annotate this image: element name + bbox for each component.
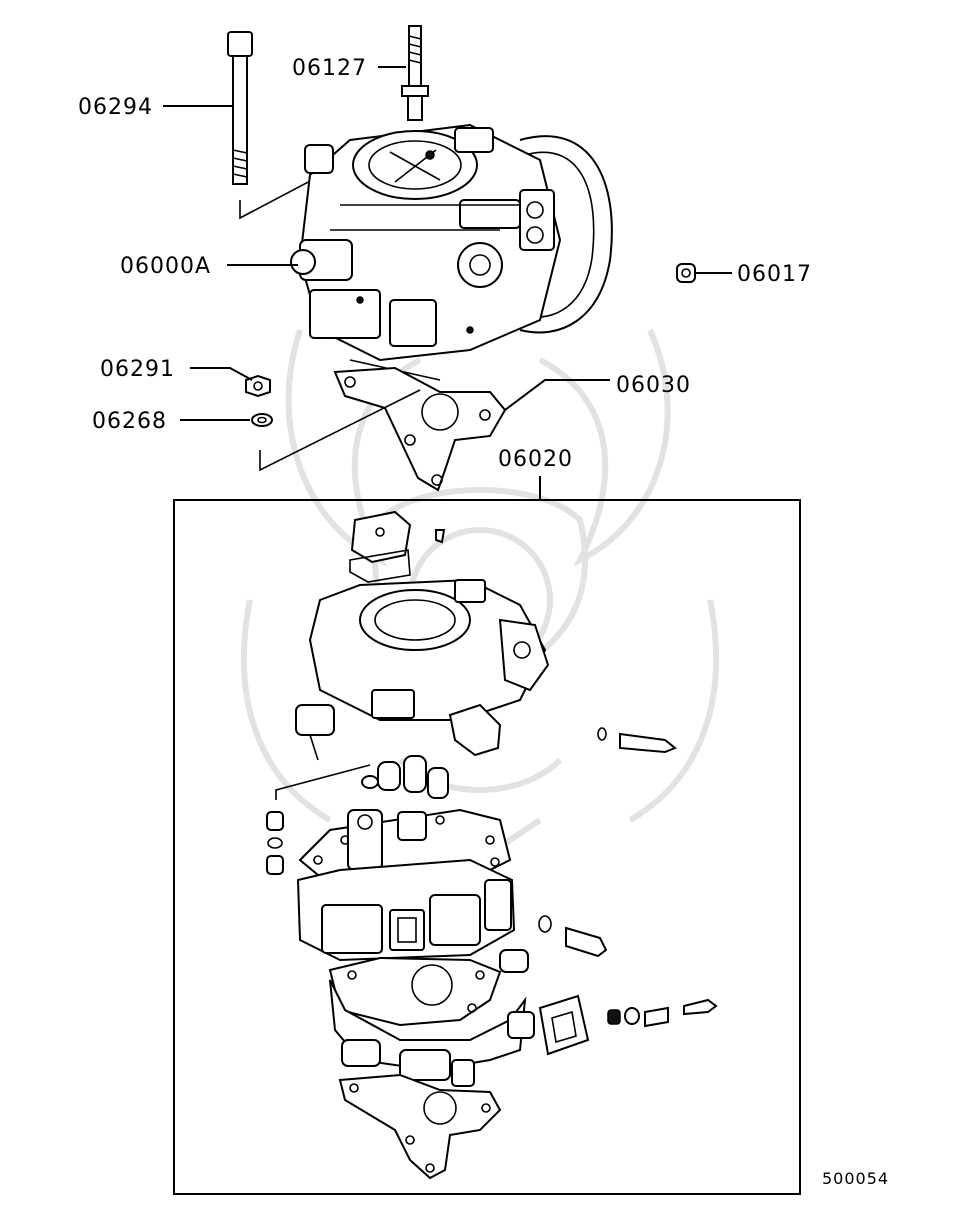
gasket-06030 [333,366,507,492]
leader-06291 [190,367,253,381]
label-06294: 06294 [78,95,153,120]
label-06127: 06127 [292,56,367,81]
bolt-06294 [227,31,253,185]
figure-code: 500054 [822,1169,889,1188]
guide-line-nut [259,389,421,472]
label-06030: 06030 [616,373,691,398]
label-06017: 06017 [737,262,812,287]
label-06291: 06291 [100,357,175,382]
exploded-carburetor-kit [266,510,718,1180]
label-06000A: 06000A [120,254,211,279]
nut-06291 [245,374,271,398]
carburetor-assembly-06000A [290,123,613,381]
gasket-kit-box [173,499,801,1195]
leader-06030 [504,379,610,411]
stud-06127 [401,25,429,121]
label-06020: 06020 [498,447,573,472]
washer-06268 [251,413,273,427]
label-06268: 06268 [92,409,167,434]
plug-06017 [676,263,696,283]
